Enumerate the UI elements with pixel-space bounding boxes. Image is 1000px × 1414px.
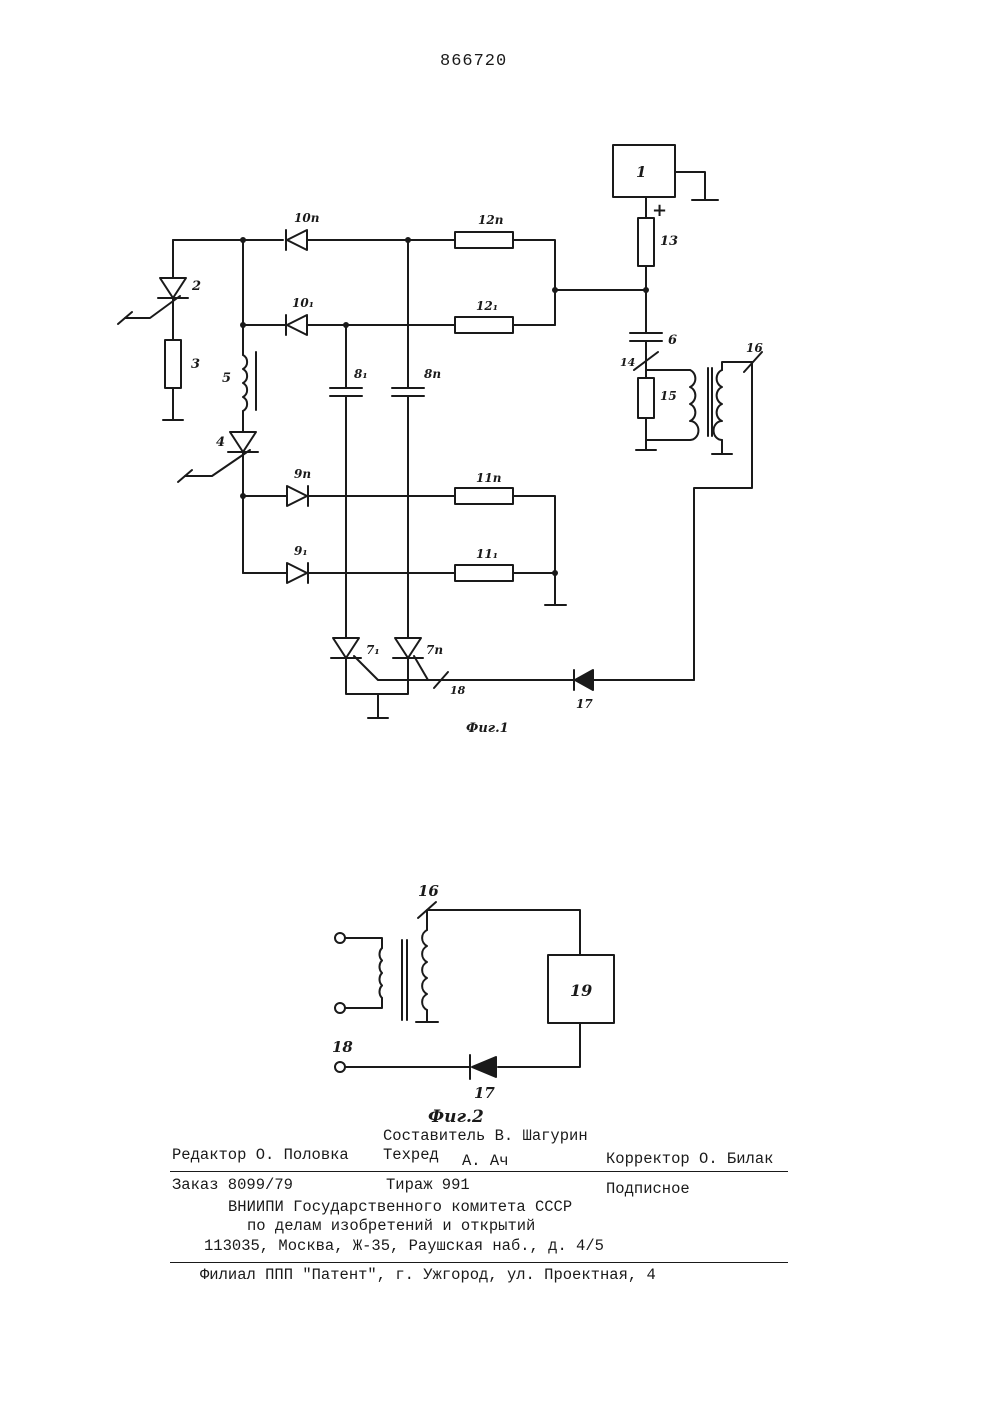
- techred: Техред: [383, 1146, 439, 1164]
- branch: Филиал ППП "Патент", г. Ужгород, ул. Про…: [200, 1266, 656, 1284]
- divider-top: [170, 1171, 788, 1172]
- subscription: Подписное: [606, 1180, 690, 1198]
- corrector: Корректор О. Билак: [606, 1150, 773, 1168]
- wire-in-top: [345, 938, 382, 948]
- terminal-input-top: [335, 933, 345, 943]
- label-block19: 19: [570, 981, 592, 1000]
- org-line-1: ВНИИПИ Государственного комитета СССР: [228, 1198, 572, 1216]
- circulation: Тираж 991: [386, 1176, 470, 1194]
- org-line-2: по делам изобретений и открытий: [247, 1217, 535, 1235]
- order: Заказ 8099/79: [172, 1176, 293, 1194]
- techred-name: А. Ач: [462, 1152, 509, 1170]
- label-d17-fig2: 17: [474, 1084, 495, 1102]
- figure-2-caption: Фиг.2: [428, 1107, 484, 1127]
- label-node18-fig2: 18: [332, 1038, 353, 1056]
- wire-19-diode17: [498, 1023, 580, 1067]
- label-trans16-fig2: 16: [418, 882, 439, 900]
- diode-17-fig2: [472, 1057, 496, 1077]
- divider-bottom: [170, 1262, 788, 1263]
- org-address: 113035, Москва, Ж-35, Раушская наб., д. …: [204, 1237, 604, 1255]
- wire-in-bottom: [345, 998, 382, 1008]
- compiler: Составитель В. Шагурин: [383, 1127, 588, 1145]
- transformer-16-secondary-fig2: [422, 930, 427, 1010]
- editor: Редактор О. Половка: [172, 1146, 349, 1164]
- terminal-18: [335, 1062, 345, 1072]
- wire-sec-to-19: [427, 910, 580, 955]
- terminal-input-bottom: [335, 1003, 345, 1013]
- transformer-16-primary-fig2: [379, 948, 382, 998]
